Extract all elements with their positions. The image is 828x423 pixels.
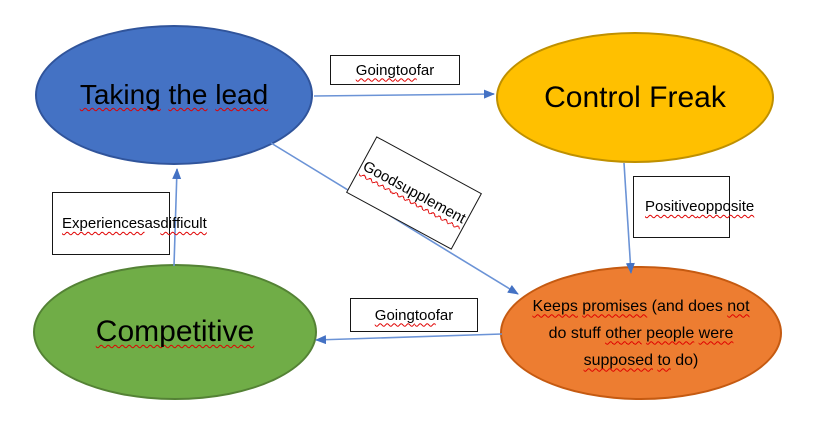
arrow-keeps-to-competitive [315,333,503,345]
node-competitive: Competitive [33,264,317,400]
text-segment: not [727,297,750,315]
text-segment: people [646,324,695,342]
node-taking-the-lead: Taking the lead [35,25,313,165]
text-segment: were [698,324,734,342]
text-segment: the [168,79,208,110]
edge-label-going-too-far-top: Going too far [330,55,460,85]
text-segment: Positive [645,198,698,215]
text-segment: difficult [160,215,207,232]
text-segment: promises [582,297,648,315]
text-segment: Going [374,306,415,324]
text-segment: supposed [583,351,653,369]
node-control-freak: Control Freak [496,32,774,163]
text-segment: other [605,324,642,342]
text-segment: Experiences [62,215,145,232]
text-segment: opposite [697,198,755,215]
text-segment: far [416,61,435,79]
node-keeps-promises: Keeps promises (and does not do stuff oth… [500,266,782,400]
text-segment [161,79,169,110]
text-segment: Taking [79,79,161,110]
node-keeps-promises-label: Keeps promises (and does not do stuff oth… [532,293,749,374]
edge-label-going-too-far-bottom: Going too far [350,298,478,332]
arrow-control-to-keeps [623,162,635,274]
text-segment: too [414,306,436,324]
text-segment: Control Freak [544,80,726,114]
node-control-freak-label: Control Freak [544,81,726,115]
text-segment: do stuff [548,324,606,342]
text-segment: to [657,351,671,369]
text-segment: as [144,215,161,232]
text-segment: Competitive [95,315,255,348]
node-competitive-label: Competitive [96,315,254,349]
text-segment: far [435,306,454,324]
text-segment: supplement [392,175,469,228]
text-segment: (and does [647,297,728,315]
text-segment: Going [355,61,396,79]
text-segment: too [395,61,417,79]
node-taking-the-lead-label: Taking the lead [80,79,268,111]
arrow-taking-to-control [313,89,495,99]
text-segment: lead [215,79,269,110]
text-segment: Keeps [532,297,578,315]
text-segment: do) [670,351,699,369]
